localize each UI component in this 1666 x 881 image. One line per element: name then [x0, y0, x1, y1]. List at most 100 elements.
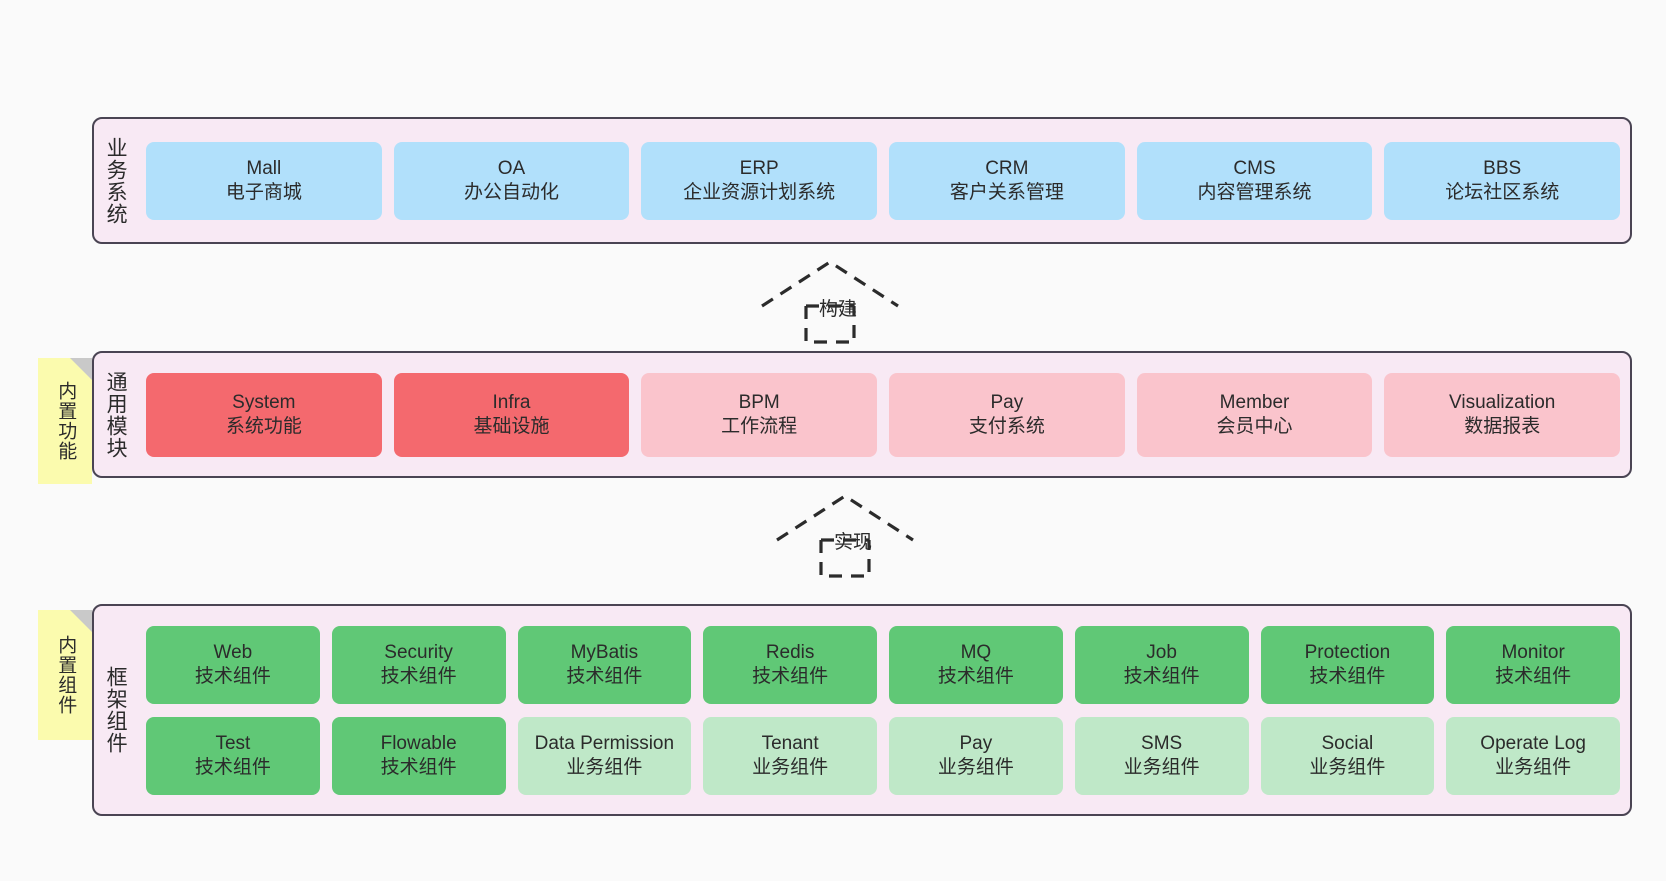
box-title-cn: 技术组件 — [194, 665, 271, 687]
box-title-en: MQ — [960, 641, 992, 663]
box-title-en: Member — [1219, 391, 1290, 413]
note-label: 内置功能 — [55, 381, 77, 461]
box-visualization[interactable]: Visualization 数据报表 — [1384, 372, 1621, 457]
box-pay-component[interactable]: Pay 业务组件 — [889, 716, 1063, 795]
box-title-en: Infra — [492, 391, 531, 413]
box-title-en: SMS — [1141, 732, 1183, 754]
box-title-cn: 业务组件 — [1495, 756, 1572, 778]
box-title-en: MyBatis — [570, 641, 639, 663]
box-title-en: Pay — [990, 391, 1024, 413]
box-title-cn: 基础设施 — [473, 415, 550, 437]
box-title-cn: 技术组件 — [937, 665, 1014, 687]
box-title-cn: 业务组件 — [1123, 756, 1200, 778]
box-title-cn: 电子商城 — [225, 181, 302, 203]
box-flowable[interactable]: Flowable 技术组件 — [331, 716, 506, 795]
box-title-en: Visualization — [1449, 391, 1556, 413]
box-monitor[interactable]: Monitor 技术组件 — [1446, 625, 1620, 704]
layer-cells-framework-component: Web 技术组件 Security 技术组件 MyBatis 技术组件 Redi… — [136, 606, 1630, 814]
box-job[interactable]: Job 技术组件 — [1074, 625, 1249, 704]
box-title-en: Web — [213, 641, 253, 663]
box-title-cn: 业务组件 — [1309, 756, 1386, 778]
layer-cells-common-module: System 系统功能 Infra 基础设施 BPM 工作流程 Pay 支付系统… — [136, 353, 1630, 476]
box-security[interactable]: Security 技术组件 — [331, 625, 506, 704]
box-system[interactable]: System 系统功能 — [146, 372, 382, 457]
box-title-cn: 业务组件 — [752, 756, 829, 778]
box-title-en: Security — [384, 641, 453, 663]
box-title-en: Test — [215, 732, 251, 754]
box-title-en: ERP — [739, 157, 779, 179]
box-title-en: Operate Log — [1480, 732, 1586, 754]
box-title-en: Monitor — [1501, 641, 1565, 663]
note-builtin-components: 内置组件 — [38, 610, 92, 740]
cell-row: System 系统功能 Infra 基础设施 BPM 工作流程 Pay 支付系统… — [146, 372, 1621, 457]
box-erp[interactable]: ERP 企业资源计划系统 — [641, 141, 878, 220]
box-title-en: Data Permission — [534, 732, 675, 754]
box-oa[interactable]: OA 办公自动化 — [393, 141, 630, 220]
box-title-cn: 论坛社区系统 — [1445, 181, 1560, 203]
box-redis[interactable]: Redis 技术组件 — [703, 625, 877, 704]
box-title-en: System — [232, 391, 296, 413]
box-bbs[interactable]: BBS 论坛社区系统 — [1384, 141, 1621, 220]
box-web[interactable]: Web 技术组件 — [146, 625, 320, 704]
note-builtin-features: 内置功能 — [38, 358, 92, 484]
box-pay-module[interactable]: Pay 支付系统 — [889, 372, 1125, 457]
box-title-cn: 技术组件 — [1495, 665, 1572, 687]
box-title-cn: 企业资源计划系统 — [683, 181, 836, 203]
layer-title-business-system: 业务系统 — [104, 136, 128, 225]
box-crm[interactable]: CRM 客户关系管理 — [889, 141, 1125, 220]
box-title-cn: 工作流程 — [721, 415, 798, 437]
box-mall[interactable]: Mall 电子商城 — [146, 141, 382, 220]
layer-title-common-module: 通用模块 — [104, 370, 128, 459]
fold-corner-icon — [70, 358, 92, 380]
box-title-cn: 技术组件 — [1309, 665, 1386, 687]
box-member[interactable]: Member 会员中心 — [1136, 372, 1373, 457]
box-title-en: CMS — [1233, 157, 1276, 179]
box-title-en: Flowable — [380, 732, 457, 754]
box-title-en: BPM — [738, 391, 780, 413]
box-title-en: Social — [1321, 732, 1374, 754]
box-infra[interactable]: Infra 基础设施 — [393, 372, 630, 457]
box-title-cn: 会员中心 — [1216, 415, 1293, 437]
box-title-en: CRM — [985, 157, 1029, 179]
box-title-cn: 支付系统 — [968, 415, 1045, 437]
cell-row: Test 技术组件 Flowable 技术组件 Data Permission … — [146, 716, 1620, 795]
arrow-label-implement: 实现 — [834, 532, 873, 553]
box-protection[interactable]: Protection 技术组件 — [1260, 625, 1435, 704]
arrow-implement — [775, 492, 915, 578]
box-mq[interactable]: MQ 技术组件 — [889, 625, 1063, 704]
box-title-cn: 技术组件 — [194, 756, 271, 778]
box-social[interactable]: Social 业务组件 — [1260, 716, 1435, 795]
box-title-cn: 内容管理系统 — [1197, 181, 1312, 203]
box-title-cn: 客户关系管理 — [949, 181, 1064, 203]
box-cms[interactable]: CMS 内容管理系统 — [1136, 141, 1373, 220]
box-data-permission[interactable]: Data Permission 业务组件 — [517, 716, 692, 795]
box-title-en: Pay — [959, 732, 993, 754]
box-title-cn: 业务组件 — [566, 756, 643, 778]
box-tenant[interactable]: Tenant 业务组件 — [703, 716, 877, 795]
box-operate-log[interactable]: Operate Log 业务组件 — [1446, 716, 1620, 795]
box-title-en: BBS — [1483, 157, 1522, 179]
box-title-cn: 技术组件 — [380, 756, 457, 778]
box-bpm[interactable]: BPM 工作流程 — [641, 372, 878, 457]
box-title-en: Tenant — [761, 732, 819, 754]
cell-rows: Web 技术组件 Security 技术组件 MyBatis 技术组件 Redi… — [146, 610, 1620, 811]
box-title-cn: 技术组件 — [566, 665, 643, 687]
arrow-build — [760, 258, 900, 344]
box-sms[interactable]: SMS 业务组件 — [1074, 716, 1249, 795]
box-title-en: Protection — [1304, 641, 1391, 663]
box-mybatis[interactable]: MyBatis 技术组件 — [517, 625, 692, 704]
box-title-cn: 系统功能 — [225, 415, 302, 437]
fold-corner-icon — [70, 610, 92, 632]
box-test[interactable]: Test 技术组件 — [146, 716, 320, 795]
note-label: 内置组件 — [55, 635, 77, 715]
box-title-en: Redis — [765, 641, 815, 663]
layer-business-system: 业务系统 Mall 电子商城 OA 办公自动化 ERP 企业资源计划系统 CRM… — [92, 117, 1632, 244]
box-title-cn: 技术组件 — [1123, 665, 1200, 687]
box-title-cn: 数据报表 — [1464, 415, 1541, 437]
box-title-cn: 技术组件 — [380, 665, 457, 687]
cell-row: Mall 电子商城 OA 办公自动化 ERP 企业资源计划系统 CRM 客户关系… — [146, 141, 1621, 220]
layer-cells-business-system: Mall 电子商城 OA 办公自动化 ERP 企业资源计划系统 CRM 客户关系… — [136, 119, 1630, 242]
box-title-cn: 技术组件 — [752, 665, 829, 687]
cell-row: Web 技术组件 Security 技术组件 MyBatis 技术组件 Redi… — [146, 625, 1620, 704]
layer-title-framework-component: 框架组件 — [104, 666, 128, 754]
